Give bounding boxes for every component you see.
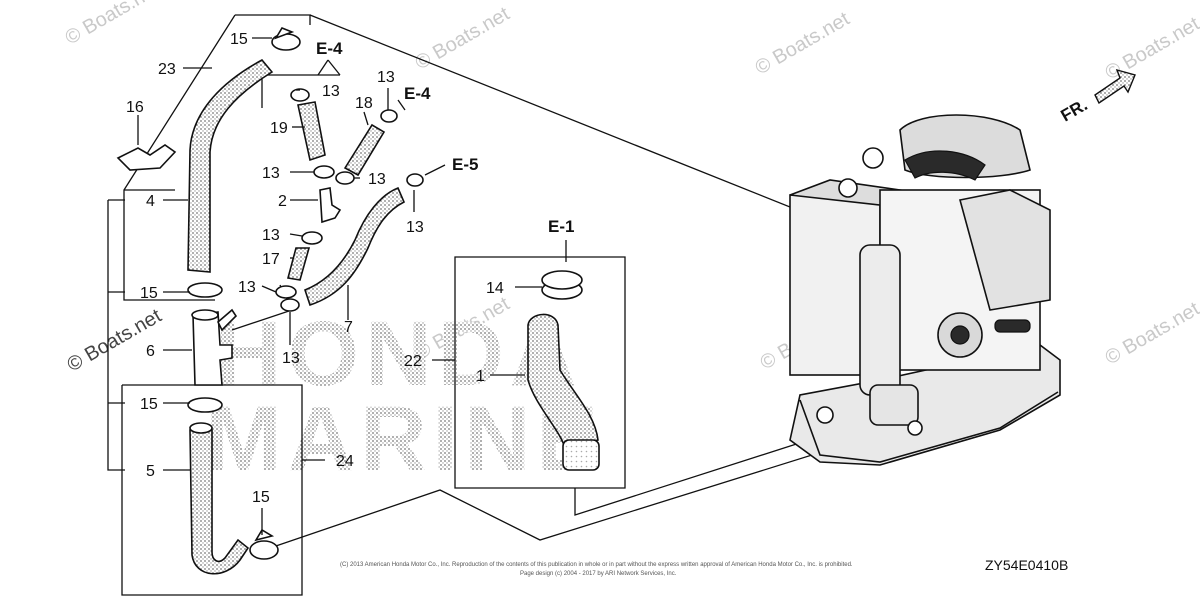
copyright-line-2: Page design (c) 2004 - 2017 by ARI Netwo…: [520, 571, 677, 577]
engine-illustration: [789, 114, 1061, 466]
callout-5: 5: [146, 463, 155, 480]
hose-23: [187, 58, 274, 273]
joint-2: [319, 187, 342, 224]
callout-6: 6: [146, 343, 155, 360]
callout-15-lower: 15: [140, 396, 158, 413]
callout-13-h: 13: [282, 350, 300, 367]
callout-4: 4: [146, 193, 155, 210]
callout-13-f: 13: [262, 227, 280, 244]
callout-15-bottom: 15: [252, 489, 270, 506]
callout-15-upper: 15: [140, 285, 158, 302]
copyright-line-1: (C) 2013 American Honda Motor Co., Inc. …: [340, 562, 853, 568]
callout-13-d: 13: [368, 171, 386, 188]
callout-7: 7: [344, 319, 353, 336]
callout-19: 19: [270, 120, 288, 137]
callout-14: 14: [486, 280, 504, 297]
callout-24: 24: [336, 453, 354, 470]
parts-art: [116, 27, 600, 575]
watermark-1: © Boats.net: [62, 0, 164, 49]
callout-15-top: 15: [230, 31, 248, 48]
bracket-16: [116, 144, 177, 171]
hose-1: [527, 313, 599, 449]
callout-23: 23: [158, 61, 176, 78]
hose-7: [304, 186, 406, 307]
watermark-4: © Boats.net: [1102, 13, 1200, 85]
callout-13-g: 13: [238, 279, 256, 296]
watermark-2: © Boats.net: [412, 3, 514, 75]
group-outlines: [107, 14, 861, 596]
watermark-3: © Boats.net: [752, 8, 854, 80]
callout-16: 16: [126, 99, 144, 116]
diagram-code: ZY54E0410B: [985, 557, 1068, 573]
callout-2: 2: [278, 193, 287, 210]
ref-e4-right: E-4: [404, 84, 431, 103]
ref-e5: E-5: [452, 155, 478, 174]
front-label: FR.: [1058, 95, 1091, 125]
leader-lines: [137, 37, 567, 535]
callout-17: 17: [262, 251, 280, 268]
callout-1: 1: [476, 368, 485, 385]
ref-e1: E-1: [548, 217, 574, 236]
callout-13-a: 13: [322, 83, 340, 100]
callout-22: 22: [404, 353, 422, 370]
hose-18: [343, 123, 386, 177]
watermark-8: © Boats.net: [64, 305, 166, 377]
hose-19: [297, 101, 326, 162]
callout-18: 18: [355, 95, 373, 112]
brand-honda: HONDA: [215, 303, 582, 405]
callout-13-b: 13: [377, 69, 395, 86]
front-arrow: FR.: [1058, 68, 1136, 125]
watermark-7: © Boats.net: [1102, 298, 1200, 370]
ref-e4-upper: E-4: [316, 39, 343, 58]
callout-13-c: 13: [262, 165, 280, 182]
brand-marine: MARINE: [205, 388, 604, 490]
callout-13-e: 13: [406, 219, 424, 236]
hose-24: [189, 429, 250, 575]
hose-17: [287, 247, 311, 281]
